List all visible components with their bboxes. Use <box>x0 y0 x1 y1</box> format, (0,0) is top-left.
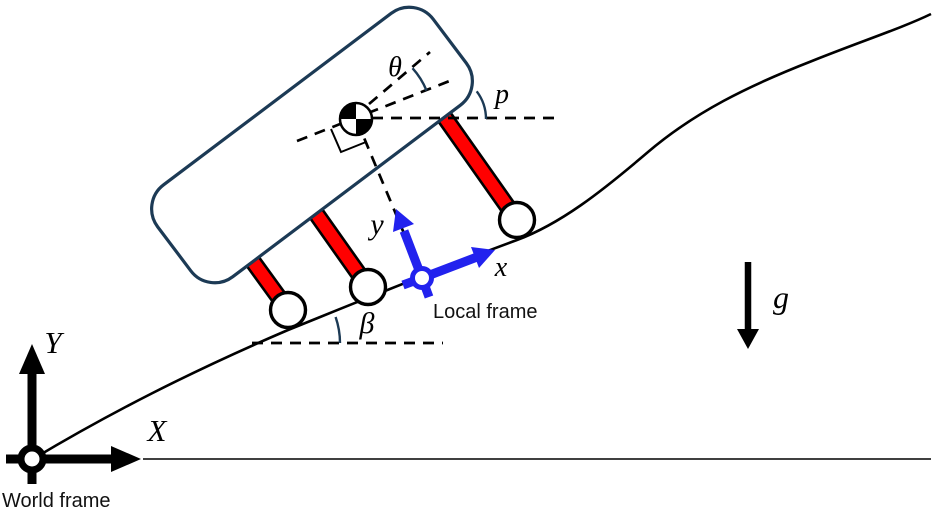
rover-body <box>150 5 474 285</box>
slope-angle-arc <box>334 316 342 344</box>
pitch-label: p <box>493 79 509 110</box>
world-frame-origin <box>17 444 47 474</box>
local-x-label: x <box>494 252 508 283</box>
local-frame-caption: Local frame <box>433 301 538 323</box>
world-y-arrow <box>19 344 45 452</box>
world-frame-caption: World frame <box>2 490 111 512</box>
theta-label: θ <box>388 52 402 83</box>
right-angle-marker <box>330 128 367 154</box>
middle-wheel <box>348 267 388 307</box>
front-wheel <box>497 200 537 240</box>
local-y-label: y <box>367 208 384 241</box>
world-y-label: Y <box>44 325 64 360</box>
beta-label: β <box>359 307 375 340</box>
gravity-label: g <box>773 279 789 315</box>
center-of-mass-icon <box>338 101 374 137</box>
theta-angle-arc <box>411 67 428 91</box>
pitch-angle-arc <box>475 90 488 120</box>
world-frame <box>6 344 141 484</box>
world-x-label: X <box>146 413 168 448</box>
terrain-curve <box>32 12 932 461</box>
local-frame-origin <box>410 266 434 290</box>
local-frame <box>393 209 495 299</box>
world-x-arrow <box>43 446 141 472</box>
gravity-arrow <box>737 262 759 349</box>
rear-wheel <box>268 290 308 330</box>
body-axis-dashed <box>368 50 431 106</box>
